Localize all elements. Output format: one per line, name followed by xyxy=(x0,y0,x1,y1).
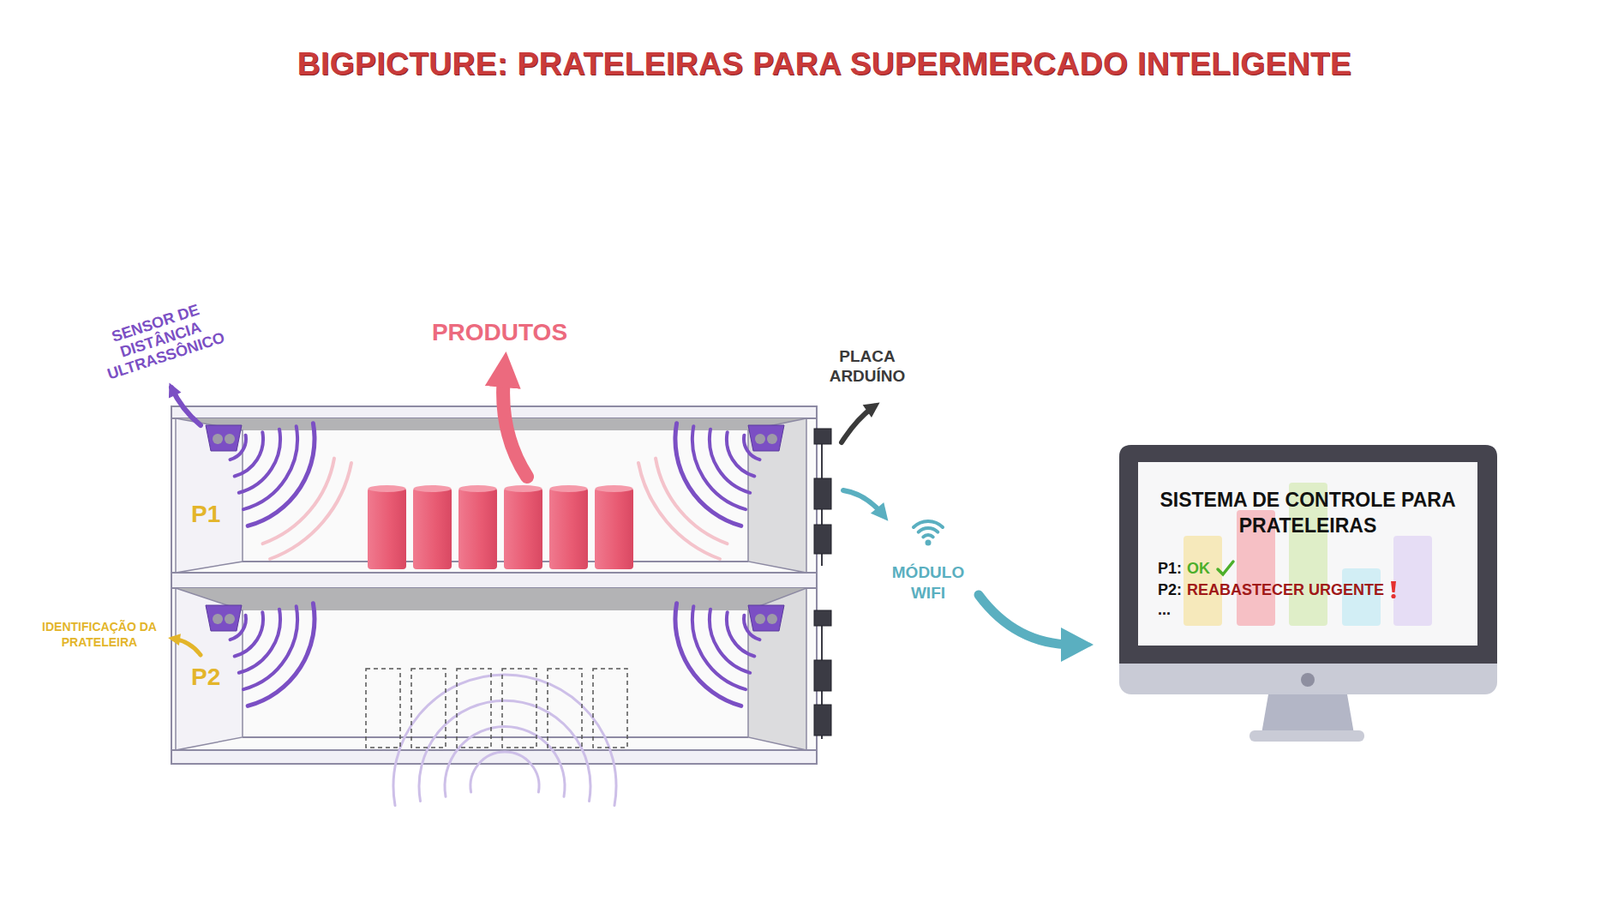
shelf-id-holder: P2 xyxy=(191,662,221,692)
shelf-status-id: P2: xyxy=(1157,579,1182,600)
title: BIGPICTURE: PRATELEIRAS PARA SUPERMERCAD… xyxy=(51,44,1598,84)
alert-icon xyxy=(1389,580,1398,600)
callout-label: PLACA ARDUÍNO xyxy=(818,346,917,386)
status-ok: OK xyxy=(1186,557,1211,579)
wifi-label: MÓDULO WIFI xyxy=(886,562,971,604)
wifi-label-holder: MÓDULO WIFI xyxy=(886,562,971,604)
status-bar xyxy=(1393,535,1433,626)
status-row: ... xyxy=(1157,599,1171,620)
check-icon xyxy=(1215,558,1236,578)
callout-label-holder: IDENTIFICAÇÃO DA PRATELEIRA xyxy=(37,618,162,650)
status-row: P1:OK xyxy=(1157,557,1236,579)
alert-dot xyxy=(1390,593,1396,599)
callout-label: SENSOR DE DISTÂNCIA ULTRASSÔNICO xyxy=(85,293,236,386)
shelf-compartment: P1 xyxy=(175,418,810,573)
title-holder: BIGPICTURE: PRATELEIRAS PARA SUPERMERCAD… xyxy=(51,44,1598,84)
callout-label-holder: SENSOR DE DISTÂNCIA ULTRASSÔNICO xyxy=(85,293,236,386)
status-row: P2:REABASTECER URGENTE xyxy=(1157,579,1398,600)
more-items: ... xyxy=(1157,599,1171,620)
callout-label-holder: PRODUTOS xyxy=(422,317,577,348)
callout-label-holder: PLACA ARDUÍNO xyxy=(818,346,917,386)
alert-bar xyxy=(1390,581,1397,593)
callout-label: PRODUTOS xyxy=(422,317,577,348)
shelf-id: P2 xyxy=(191,662,221,692)
shelf-status-id: P1: xyxy=(1157,557,1182,579)
shelf-id-holder: P1 xyxy=(191,499,221,529)
screen-heading-holder: SISTEMA DE CONTROLE PARA PRATELEIRAS xyxy=(1146,486,1469,539)
callout-label: IDENTIFICAÇÃO DA PRATELEIRA xyxy=(37,618,162,650)
shelf-compartment: P2 xyxy=(175,587,810,751)
check-mark xyxy=(1217,561,1234,575)
screen-heading: SISTEMA DE CONTROLE PARA PRATELEIRAS xyxy=(1146,486,1469,539)
monitor-screen: SISTEMA DE CONTROLE PARA PRATELEIRAS P1:O… xyxy=(1138,461,1478,646)
shelf-id: P1 xyxy=(191,499,221,529)
status-alert: REABASTECER URGENTE xyxy=(1186,579,1385,600)
status-bar xyxy=(1183,535,1223,626)
